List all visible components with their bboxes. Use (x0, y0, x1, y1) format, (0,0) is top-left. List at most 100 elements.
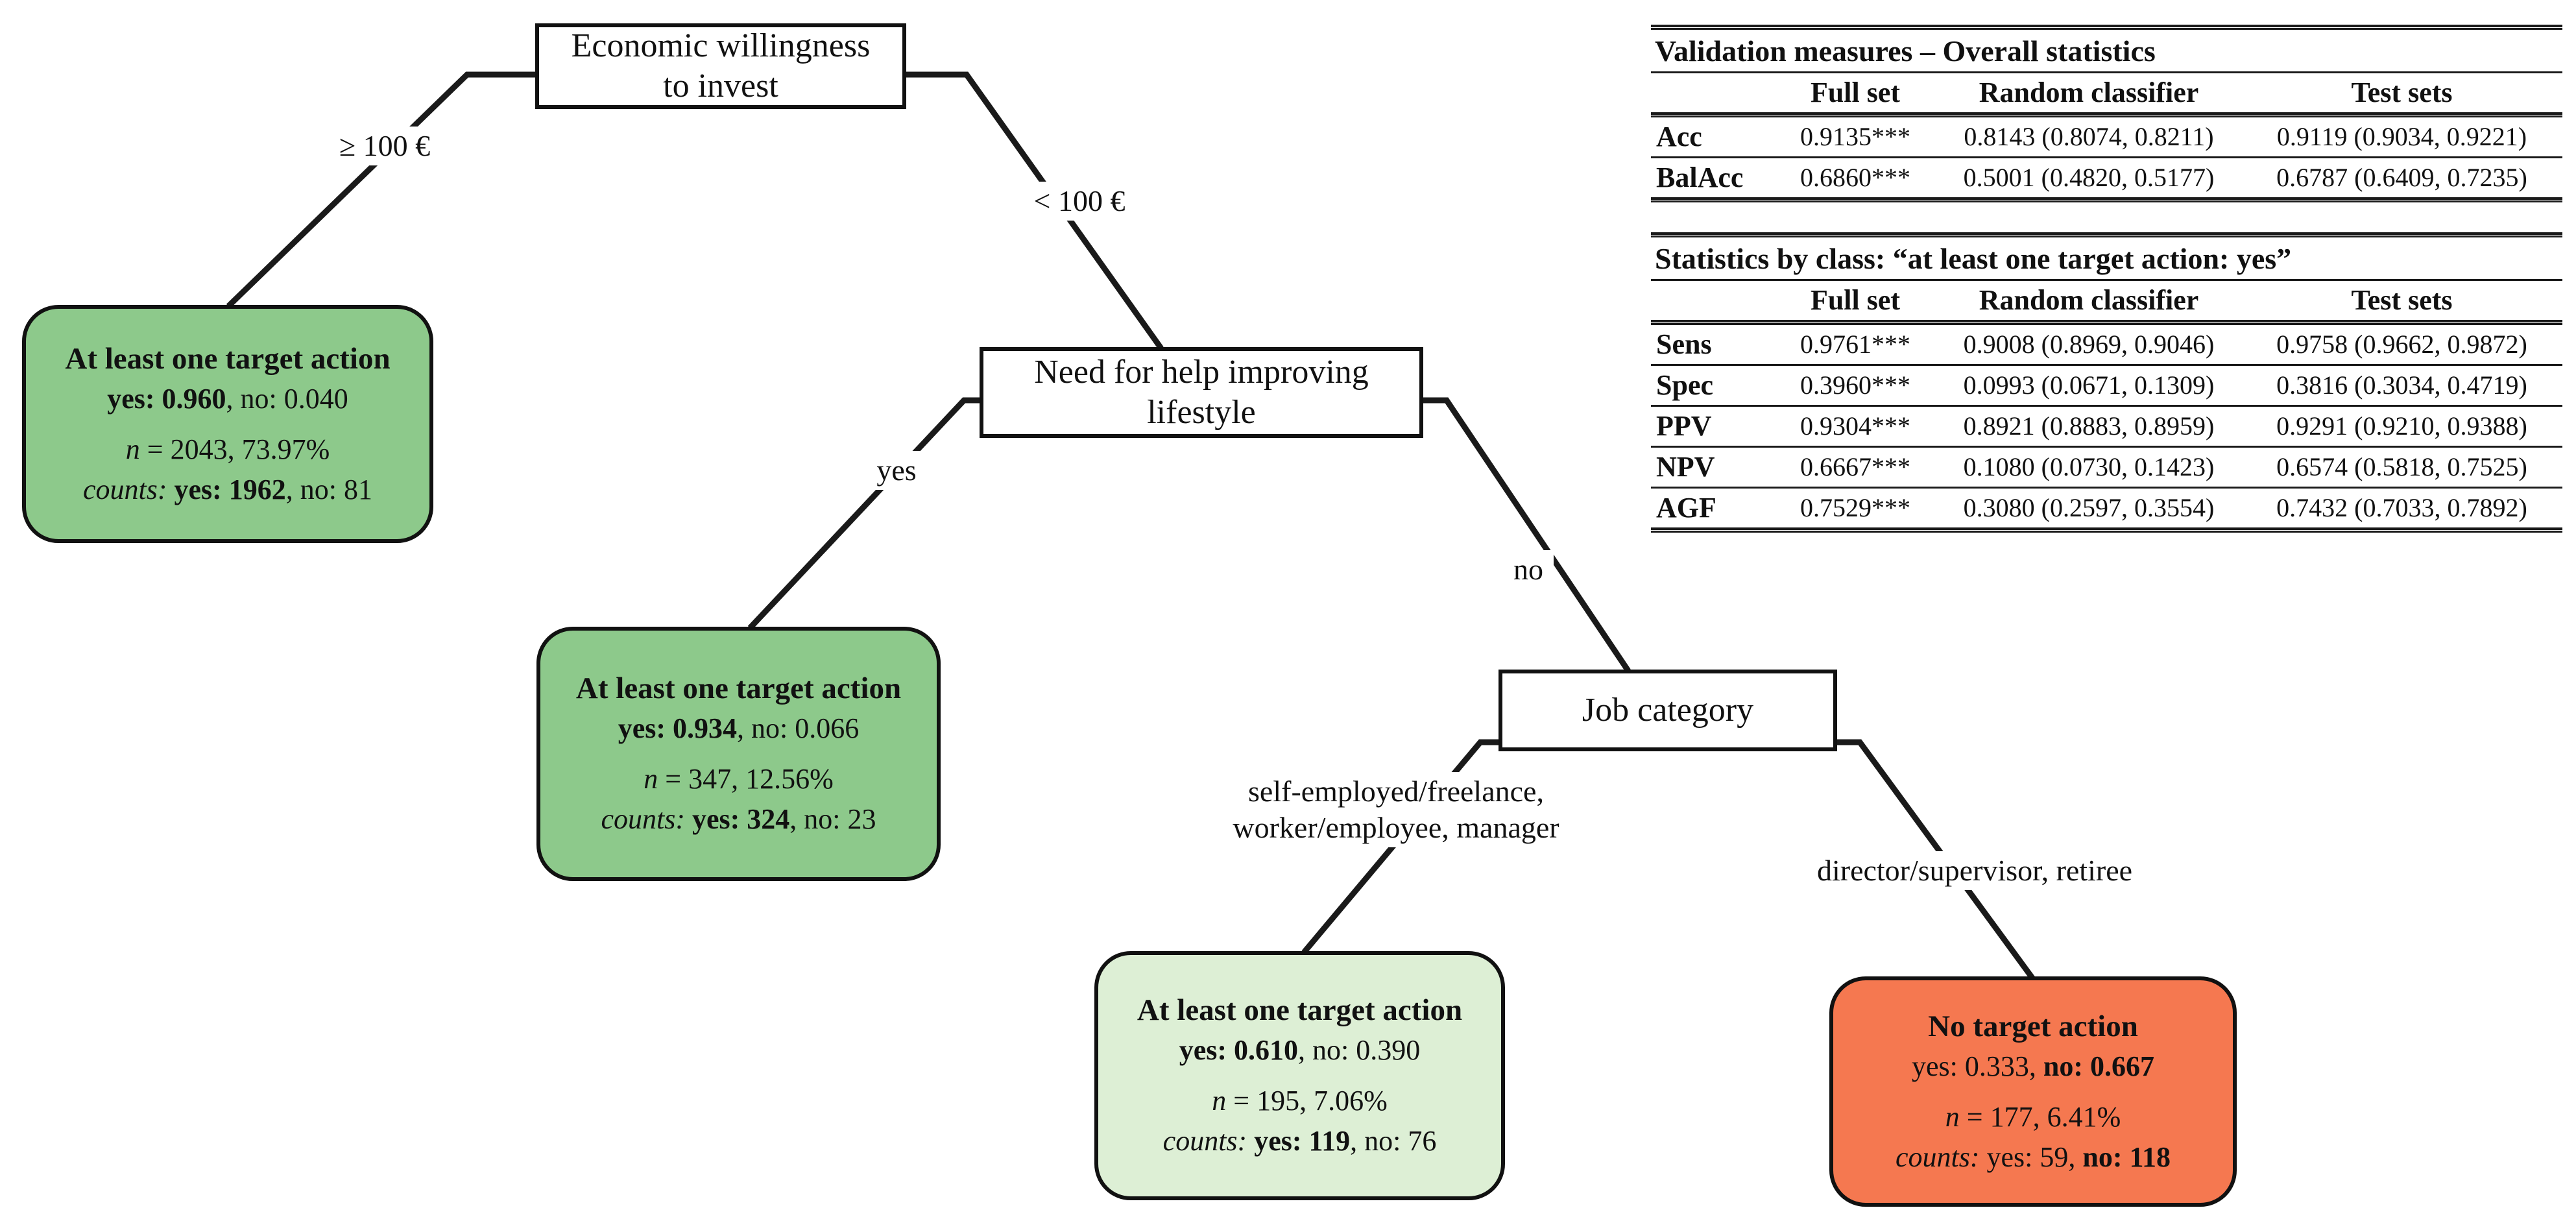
metric-cell: NPV (1656, 451, 1715, 483)
counts-word: counts: (1162, 1125, 1247, 1157)
table-rule (1651, 527, 2562, 533)
edge-lifestyle-left (747, 397, 983, 631)
leaf-title: At least one target action (1137, 993, 1463, 1027)
counts-word: counts: (82, 473, 167, 505)
table-title: Statistics by class: “at least one targe… (1655, 242, 2292, 275)
leaf-n: n = 177, 6.41% (1945, 1097, 2121, 1137)
edge-label-lt-100-eur: < 100 € (1023, 182, 1136, 221)
decision-node-label-line2: lifestyle (1147, 394, 1256, 431)
n-value: = 2043, 73.97% (139, 433, 330, 465)
leaf-probabilities: yes: 0.610, no: 0.390 (1179, 1030, 1421, 1070)
random-classifier-cell: 0.9008 (0.8969, 0.9046) (1963, 330, 2215, 359)
prob-majority: yes: 0.934 (618, 712, 738, 744)
leaf-counts: counts: yes: 119, no: 76 (1163, 1121, 1437, 1161)
test-sets-cell: 0.9758 (0.9662, 0.9872) (2276, 330, 2527, 359)
full-set-cell: 0.7529*** (1800, 493, 1910, 522)
leaf-n: n = 2043, 73.97% (126, 429, 330, 470)
table-rule (1651, 320, 2562, 325)
decision-node-need-for-help: Need for help improving lifestyle (980, 347, 1423, 438)
prob-majority: yes: 0.960 (107, 382, 226, 415)
full-set-cell: 0.3960*** (1800, 370, 1910, 400)
table-rule (1651, 156, 2562, 158)
table-header-row: Full set Random classifier Test sets (1651, 73, 2562, 112)
edge-root-right (903, 71, 1164, 350)
header-cell: Random classifier (1979, 284, 2199, 316)
edge-label-job-left-line1: self-employed/freelance, (1248, 775, 1544, 808)
metric-cell: PPV (1656, 410, 1712, 442)
table-rule (1651, 279, 2562, 281)
leaf-node-1: At least one target action yes: 0.960, n… (22, 305, 433, 543)
leaf-n: n = 347, 12.56% (644, 759, 833, 799)
prob-minority: , no: 0.040 (226, 382, 348, 415)
test-sets-cell: 0.6574 (0.5818, 0.7525) (2276, 452, 2527, 481)
counts-majority: no: 118 (2082, 1141, 2171, 1173)
counts-majority: yes: 119 (1247, 1125, 1351, 1157)
metric-cell: BalAcc (1656, 162, 1744, 193)
leaf-title: No target action (1928, 1009, 2138, 1043)
header-cell (1651, 295, 1774, 306)
table-rule (1651, 25, 2562, 30)
counts-minority: yes: 59, (1979, 1141, 2083, 1173)
full-set-cell: 0.9135*** (1800, 122, 1910, 151)
edge-label-job-left-line2: worker/employee, manager (1233, 811, 1559, 844)
leaf-probabilities: yes: 0.333, no: 0.667 (1912, 1046, 2154, 1087)
table-row-ppv: PPV 0.9304*** 0.8921 (0.8883, 0.8959) 0.… (1651, 407, 2562, 446)
table-row-acc: Acc 0.9135*** 0.8143 (0.8074, 0.8211) 0.… (1651, 117, 2562, 156)
test-sets-cell: 0.6787 (0.6409, 0.7235) (2276, 163, 2527, 192)
prob-minority: , no: 0.066 (737, 712, 860, 744)
header-cell: Full set (1810, 77, 1901, 108)
counts-minority: , no: 23 (789, 803, 876, 835)
table-rule (1651, 71, 2562, 73)
random-classifier-cell: 0.8921 (0.8883, 0.8959) (1963, 411, 2215, 441)
counts-word: counts: (1895, 1141, 1980, 1173)
random-classifier-cell: 0.0993 (0.0671, 0.1309) (1963, 370, 2215, 400)
metric-cell: Sens (1656, 328, 1712, 360)
leaf-counts: counts: yes: 59, no: 118 (1896, 1137, 2171, 1178)
leaf-n: n = 195, 7.06% (1212, 1081, 1387, 1121)
table-row-npv: NPV 0.6667*** 0.1080 (0.0730, 0.1423) 0.… (1651, 448, 2562, 487)
edge-label-yes: yes (866, 451, 927, 490)
header-cell: Random classifier (1979, 77, 2199, 108)
prob-minority: , no: 0.390 (1298, 1034, 1421, 1066)
metric-cell: Acc (1656, 121, 1702, 152)
n-symbol: n (644, 763, 658, 795)
table-rule (1651, 487, 2562, 489)
edge-job-left (1301, 739, 1502, 954)
leaf-title: At least one target action (65, 341, 391, 376)
random-classifier-cell: 0.1080 (0.0730, 0.1423) (1963, 452, 2215, 481)
leaf-node-4: No target action yes: 0.333, no: 0.667 n… (1829, 976, 2237, 1207)
table-rule (1651, 197, 2562, 202)
full-set-cell: 0.6860*** (1800, 163, 1910, 192)
test-sets-cell: 0.7432 (0.7033, 0.7892) (2276, 493, 2527, 522)
n-symbol: n (1945, 1100, 1960, 1133)
leaf-counts: counts: yes: 1962, no: 81 (83, 470, 372, 510)
prob-majority: no: 0.667 (2043, 1050, 2154, 1082)
test-sets-cell: 0.9119 (0.9034, 0.9221) (2276, 122, 2527, 151)
metric-cell: AGF (1656, 492, 1716, 524)
table-title: Validation measures – Overall statistics (1655, 34, 2156, 67)
decision-node-economic-willingness: Economic willingness to invest (535, 23, 906, 109)
random-classifier-cell: 0.5001 (0.4820, 0.5177) (1963, 163, 2215, 192)
edge-root-left (226, 71, 538, 309)
counts-word: counts: (601, 803, 685, 835)
table-row-balacc: BalAcc 0.6860*** 0.5001 (0.4820, 0.5177)… (1651, 158, 2562, 197)
table-rule (1651, 112, 2562, 117)
counts-minority: , no: 76 (1350, 1125, 1437, 1157)
leaf-node-3: At least one target action yes: 0.610, n… (1094, 951, 1505, 1200)
test-sets-cell: 0.9291 (0.9210, 0.9388) (2276, 411, 2527, 441)
header-cell: Test sets (2351, 77, 2453, 108)
random-classifier-cell: 0.8143 (0.8074, 0.8211) (1964, 122, 2214, 151)
prob-minority: yes: 0.333, (1911, 1050, 2043, 1082)
n-value: = 195, 7.06% (1226, 1085, 1388, 1117)
leaf-probabilities: yes: 0.934, no: 0.066 (618, 708, 860, 749)
decision-node-label-line1: Need for help improving (1034, 354, 1369, 391)
edge-label-job-right: director/supervisor, retiree (1806, 851, 2143, 890)
table-row-spec: Spec 0.3960*** 0.0993 (0.0671, 0.1309) 0… (1651, 366, 2562, 405)
decision-node-label: Job category (1582, 692, 1754, 729)
random-classifier-cell: 0.3080 (0.2597, 0.3554) (1963, 493, 2215, 522)
edge-lifestyle-right (1420, 397, 1631, 673)
header-cell (1651, 88, 1774, 98)
n-symbol: n (125, 433, 140, 465)
